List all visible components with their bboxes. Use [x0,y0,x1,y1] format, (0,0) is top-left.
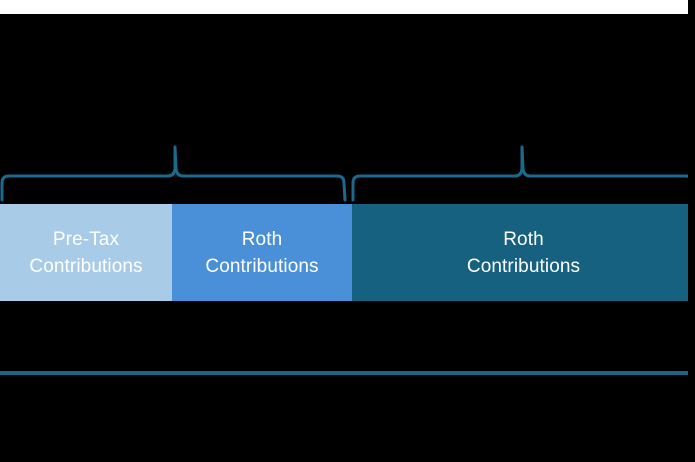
bar-segment-roth-contributions-employer[interactable]: Roth Contributions [352,204,695,301]
bar-segment-label-roth-employee: Roth Contributions [205,228,319,277]
left-bracket [0,145,347,202]
right-black-strip [688,0,695,462]
bar-segment-pre-tax-contributions[interactable]: Pre-Tax Contributions [0,204,172,301]
bar-segment-label-roth-employer: Roth Contributions [466,228,581,277]
right-bracket [351,145,695,202]
bar-segment-roth-contributions-employee[interactable]: Roth Contributions [172,204,352,301]
top-white-strip [0,0,695,14]
contribution-bar: Pre-Tax Contributions Roth Contributions… [0,204,695,301]
bar-segment-label-pre-tax: Pre-Tax Contributions [29,228,143,277]
bottom-divider-rule [0,371,695,375]
